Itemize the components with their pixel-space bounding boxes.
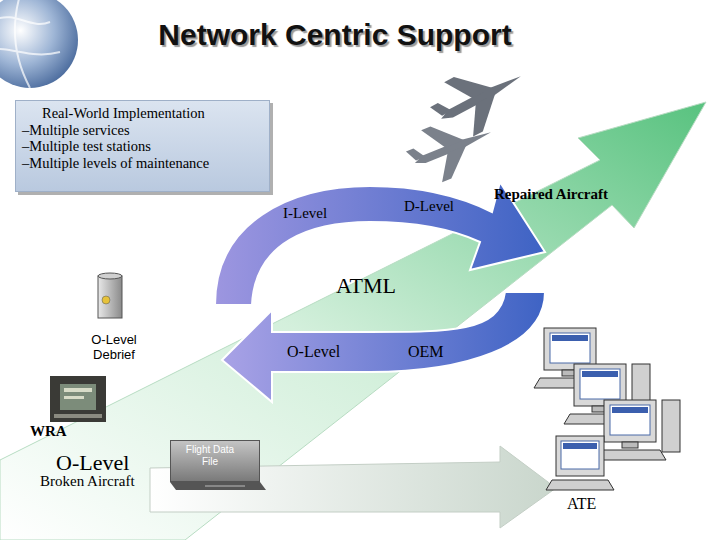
note-item: –Multiple services — [22, 122, 263, 139]
jet-icon — [401, 106, 502, 190]
diagram-title: Network Centric Support — [0, 18, 670, 52]
level-label: D-Level — [404, 198, 454, 215]
wra-photo — [50, 376, 106, 422]
note-item: –Multiple test stations — [22, 138, 263, 155]
station-label: ATE — [567, 495, 596, 513]
data-file-box: Flight Data File — [170, 440, 260, 482]
flow-band-arrow — [0, 102, 706, 540]
globe-lines — [0, 0, 60, 88]
center-label: ATML — [336, 273, 396, 299]
level-label: O-Level — [56, 450, 129, 476]
icon-label: O-Level Debrief — [78, 332, 150, 362]
cycle-arrow — [222, 292, 545, 402]
aircraft-label: Broken Aircraft — [40, 473, 135, 490]
note-box: Real-World Implementation–Multiple servi… — [15, 100, 270, 192]
level-label: OEM — [408, 343, 444, 361]
computer-icon — [546, 436, 614, 490]
server-icon — [98, 273, 122, 318]
part-label: WRA — [30, 423, 67, 440]
aircraft-label: Repaired Aircraft — [494, 186, 608, 203]
note-heading: Real-World Implementation — [22, 105, 263, 122]
globe-icon — [0, 0, 78, 88]
computer-icon — [594, 400, 680, 460]
level-label: O-Level — [287, 343, 340, 361]
box-label: Flight Data File — [175, 444, 239, 467]
note-item: –Multiple levels of maintenance — [22, 155, 263, 172]
slab-slot — [205, 486, 245, 487]
slab-edge — [170, 482, 266, 490]
level-label: I-Level — [283, 205, 327, 222]
